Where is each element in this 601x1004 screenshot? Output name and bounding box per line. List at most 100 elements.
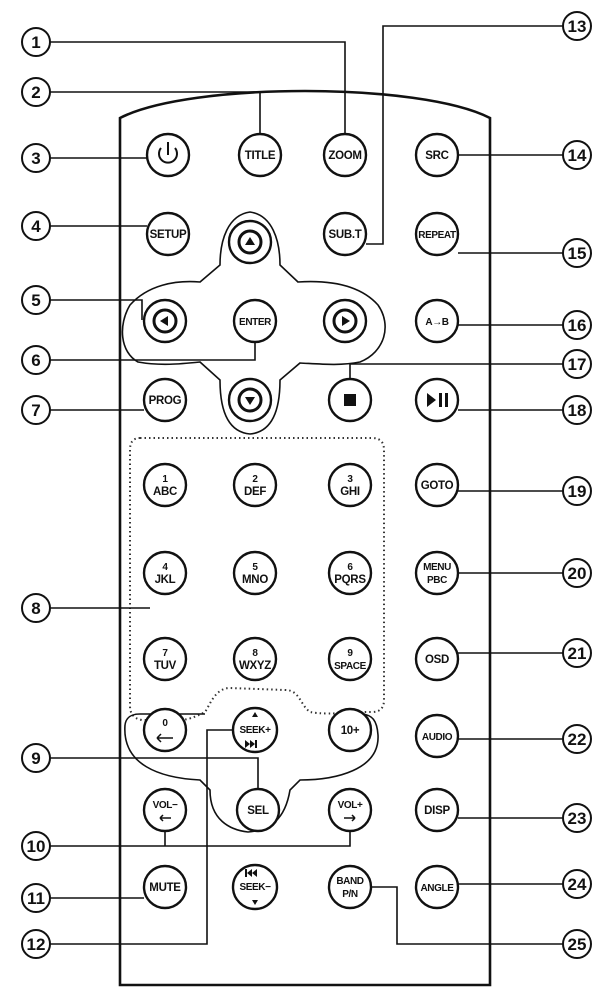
osd-button[interactable]: OSD (414, 636, 460, 682)
disp-button-outline (414, 787, 460, 833)
callout-10: 10 (21, 831, 51, 861)
callout-11: 11 (21, 883, 51, 913)
repeat-button[interactable]: REPEAT (414, 211, 460, 257)
prev-track-icon (247, 869, 257, 877)
callout-15-label: 15 (568, 244, 587, 263)
callout-8-label: 8 (31, 599, 40, 618)
callout-11-label: 11 (27, 889, 45, 908)
right-button[interactable] (322, 298, 368, 344)
osd-button-label: OSD (425, 654, 449, 666)
src-button[interactable]: SRC (414, 132, 460, 178)
keypad-dotted-outline (129, 437, 385, 721)
leader-5 (50, 299, 143, 320)
callout-20-circle (562, 558, 592, 588)
audio-button-outline (414, 713, 460, 759)
callout-23-label: 23 (568, 809, 587, 828)
seek-minus-button[interactable]: SEEK− (231, 863, 279, 911)
callout-19-circle (562, 476, 592, 506)
arrow-down-icon (245, 397, 255, 405)
ten-plus-button-label: 10+ (341, 725, 360, 737)
callout-8-circle (21, 593, 51, 623)
leader-17 (349, 363, 563, 379)
keypad-8-digit: 8 (252, 648, 258, 659)
prog-button[interactable]: PROG (142, 377, 188, 423)
stop-button[interactable] (327, 377, 373, 423)
callout-5: 5 (21, 285, 51, 315)
sel-button-label: SEL (247, 805, 269, 817)
seek-plus-label: SEEK+ (239, 725, 271, 736)
keypad-1-letters: ABC (153, 486, 177, 498)
next-track-icon (245, 740, 255, 748)
callout-22-label: 22 (568, 730, 587, 749)
keypad-9-button-outline (327, 636, 373, 682)
callout-8: 8 (21, 593, 51, 623)
callout-21-label: 21 (568, 644, 587, 663)
setup-button[interactable]: SETUP (145, 211, 191, 257)
callout-2-circle (21, 77, 51, 107)
zoom-button[interactable]: ZOOM (322, 132, 368, 178)
callout-9: 9 (21, 743, 51, 773)
vol-minus-button[interactable]: VOL− (142, 787, 188, 833)
subt-button[interactable]: SUB.T (322, 211, 368, 257)
callout-16-circle (562, 310, 592, 340)
ab-button[interactable]: A→B (414, 298, 460, 344)
mute-button[interactable]: MUTE (142, 864, 188, 910)
callout-3-circle (21, 143, 51, 173)
down-button[interactable] (227, 377, 273, 423)
angle-button[interactable]: ANGLE (414, 864, 460, 910)
callout-10-circle (21, 831, 51, 861)
keypad-4-letters: JKL (155, 574, 176, 586)
disp-button-label: DISP (424, 805, 450, 817)
audio-button[interactable]: AUDIO (414, 713, 460, 759)
zero-button[interactable]: 0 (142, 707, 188, 753)
power-button[interactable] (145, 132, 191, 178)
mute-button-outline (142, 864, 188, 910)
enter-button[interactable]: ENTER (232, 298, 278, 344)
callout-10-label: 10 (27, 837, 46, 856)
left-button[interactable] (142, 298, 188, 344)
title-button[interactable]: TITLE (237, 132, 283, 178)
osd-button-outline (414, 636, 460, 682)
disp-button[interactable]: DISP (414, 787, 460, 833)
callout-12: 12 (21, 929, 51, 959)
callout-24-label: 24 (568, 875, 587, 894)
setup-button-label: SETUP (150, 229, 187, 241)
callout-23-circle (562, 803, 592, 833)
angle-button-outline (414, 864, 460, 910)
ten-plus-button[interactable]: 10+ (327, 707, 373, 753)
keypad-4-digit: 4 (162, 562, 168, 573)
callout-22-circle (562, 724, 592, 754)
up-button[interactable] (227, 219, 273, 265)
ten-plus-button-outline (327, 707, 373, 753)
leader-10 (50, 831, 351, 847)
goto-button-outline (414, 462, 460, 508)
power-icon (158, 147, 178, 164)
play-pause-button[interactable] (414, 377, 460, 423)
up-button-ring (237, 229, 263, 255)
goto-button[interactable]: GOTO (414, 462, 460, 508)
keypad-2-button-outline (232, 462, 278, 508)
seek-plus-button[interactable]: SEEK+ (231, 706, 279, 754)
callout-20-label: 20 (568, 564, 587, 583)
callout-21-circle (562, 638, 592, 668)
callout-19: 19 (562, 476, 592, 506)
menu-pbc-button-outline (414, 550, 460, 596)
keypad-7-digit: 7 (162, 648, 168, 659)
vol-plus-button[interactable]: VOL+ (327, 787, 373, 833)
callout-6-label: 6 (31, 351, 40, 370)
sel-button[interactable]: SEL (235, 787, 281, 833)
callout-24-circle (562, 869, 592, 899)
keypad-4-button-outline (142, 550, 188, 596)
band-pn-button-label-top: BAND (336, 876, 363, 887)
